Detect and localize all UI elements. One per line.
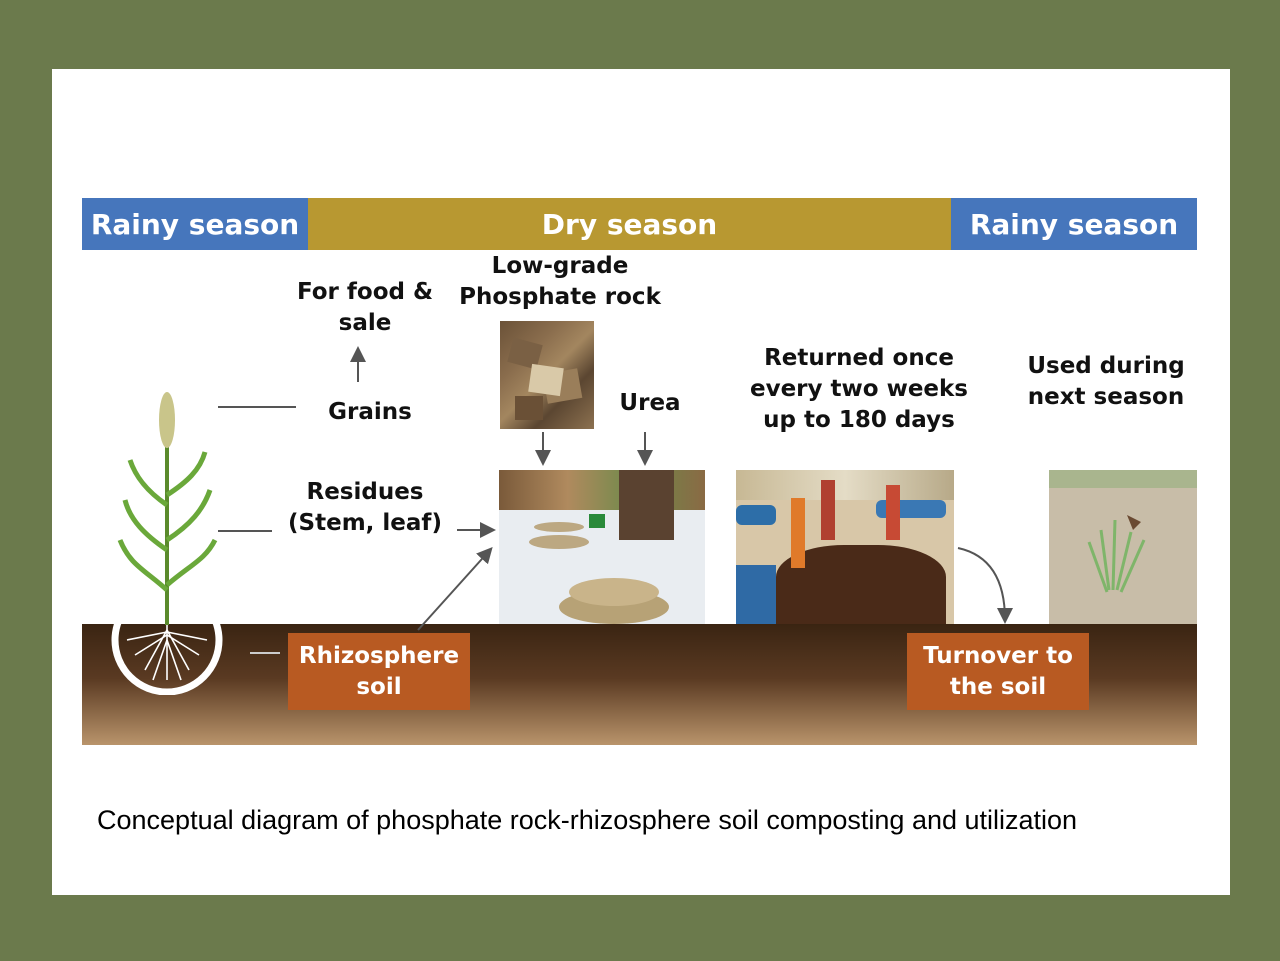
label-food-sale: For food & sale [296,279,434,336]
photo-phosphate-rock [500,321,594,429]
label-returned: Returned once every two weeks up to 180 … [749,345,969,433]
label-used-next-season: Used during next season [1027,353,1185,410]
season-rainy-1: Rainy season [82,198,308,250]
box-rhizosphere-soil: Rhizosphere soil [288,633,470,710]
label-grains: Grains [328,399,412,425]
box-turnover-soil: Turnover to the soil [907,633,1089,710]
connector-rhizosphere [250,652,280,654]
photo-next-season-seedlings [1049,470,1197,624]
photo-residues-drying [499,470,705,624]
season-dry: Dry season [308,198,951,250]
season-rainy-2: Rainy season [951,198,1197,250]
label-urea: Urea [619,390,681,416]
connector-residues [218,530,272,532]
label-phosphate-rock: Low-grade Phosphate rock [459,253,661,310]
connector-grains [218,406,296,408]
sorghum-plant-illustration [111,392,223,695]
label-residues: Residues (Stem, leaf) [288,479,442,536]
diagram-caption: Conceptual diagram of phosphate rock-rhi… [97,805,1078,835]
photo-compost-turning [736,470,954,624]
